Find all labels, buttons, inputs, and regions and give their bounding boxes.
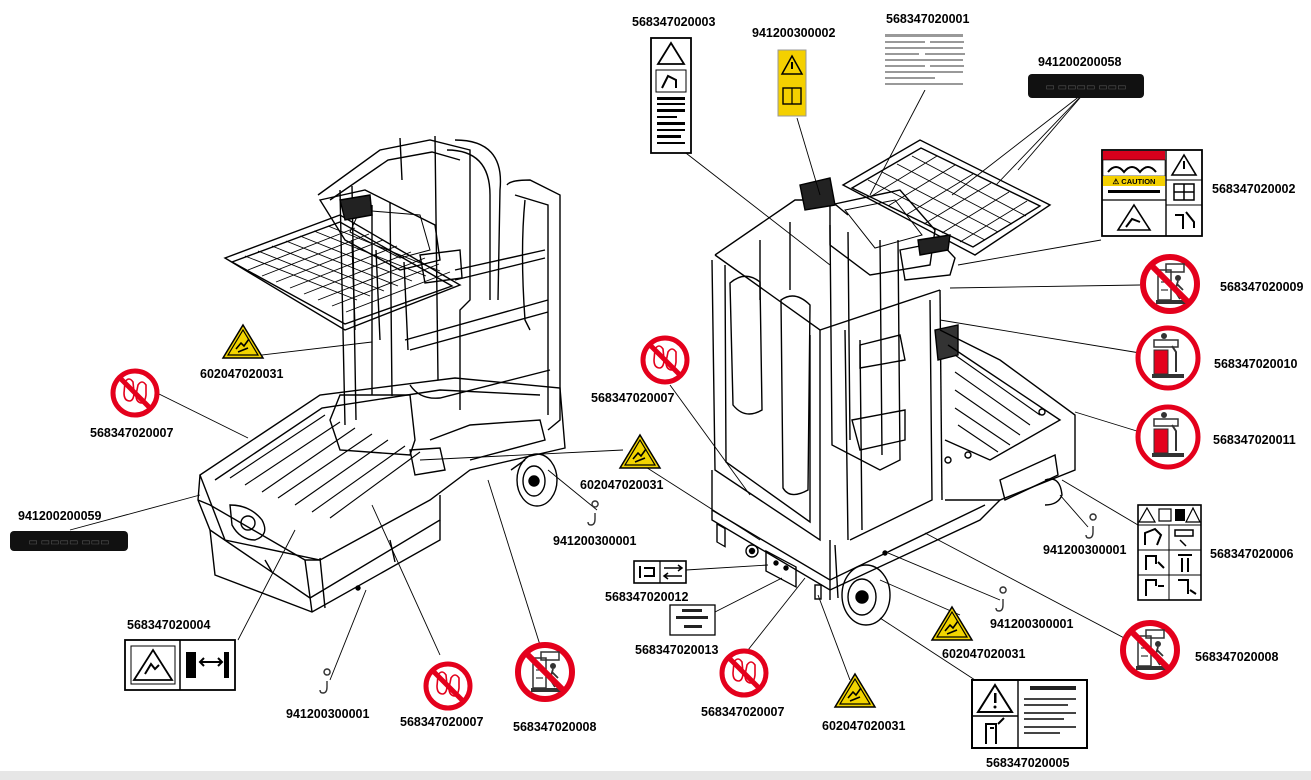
crush-hazard-warning-triangle-icon <box>834 673 876 708</box>
no-stepping-prohibition-icon <box>426 664 470 708</box>
crush-hazard-warning-triangle-icon <box>222 324 264 359</box>
no-stepping-prohibition-icon <box>722 651 766 695</box>
callout-602047020031: 602047020031 <box>822 719 905 733</box>
callout-568347020007: 568347020007 <box>400 715 483 729</box>
stay-clear-warning-icon <box>1138 328 1198 388</box>
decal-568347020004-pictogram <box>124 639 236 691</box>
no-stepping-prohibition-icon <box>113 371 157 415</box>
no-stepping-prohibition-icon <box>643 338 687 382</box>
callout-941200300001: 941200300001 <box>553 534 636 548</box>
no-climbing-prohibition-icon <box>518 645 572 699</box>
decal-568347020005-warning-label <box>971 679 1088 749</box>
callout-568347020012: 568347020012 <box>605 590 688 604</box>
callout-568347020006: 568347020006 <box>1210 547 1293 561</box>
callout-568347020007: 568347020007 <box>90 426 173 440</box>
part-number-callouts: 568347020003 941200300002 568347020001 9… <box>18 12 1303 770</box>
callout-941200300001: 941200300001 <box>990 617 1073 631</box>
callout-568347020007: 568347020007 <box>591 391 674 405</box>
stay-clear-warning-icon <box>1138 407 1198 467</box>
decal-568347020003-pictogram <box>650 37 692 154</box>
callout-568347020003: 568347020003 <box>632 15 715 29</box>
no-climbing-prohibition-icon <box>1143 257 1197 311</box>
decal-941200200059-strip-text: ▭ ▭▭▭▭ ▭▭▭ <box>28 537 109 548</box>
callout-602047020031: 602047020031 <box>200 367 283 381</box>
callout-602047020031: 602047020031 <box>942 647 1025 661</box>
callout-568347020010: 568347020010 <box>1214 357 1297 371</box>
callout-941200200059: 941200200059 <box>18 509 101 523</box>
lanyard-anchor-hook-icon <box>319 668 331 694</box>
callout-568347020007: 568347020007 <box>701 705 784 719</box>
callout-568347020009: 568347020009 <box>1220 280 1303 294</box>
decal-568347020001-info-plate <box>880 30 970 90</box>
callout-568347020008: 568347020008 <box>513 720 596 734</box>
callout-568347020002: 568347020002 <box>1212 182 1295 196</box>
decal-941200200058-strip-text: ▭ ▭▭▭▭ ▭▭▭ <box>1045 82 1126 93</box>
bottom-edge-strip <box>0 771 1311 780</box>
decal-941200200058-black-strip <box>1028 74 1144 98</box>
decal-caution-text: ⚠ CAUTION <box>1113 177 1156 186</box>
right-machine-illustration <box>711 139 1076 626</box>
callout-602047020031: 602047020031 <box>580 478 663 492</box>
decal-941200200059-black-strip <box>10 531 128 551</box>
lanyard-anchor-hook-icon <box>587 500 599 526</box>
decal-568347020002-warning-panel: ⚠ CAUTION <box>1101 149 1203 237</box>
callout-568347020013: 568347020013 <box>635 643 718 657</box>
decal-568347020013-voltage-label <box>669 604 716 636</box>
crush-hazard-warning-triangle-icon <box>619 434 661 469</box>
left-machine-illustration <box>197 135 566 613</box>
callout-941200300001: 941200300001 <box>1043 543 1126 557</box>
decal-568347020006-instruction-grid <box>1137 504 1202 601</box>
callout-568347020004: 568347020004 <box>127 618 210 632</box>
callout-568347020011: 568347020011 <box>1213 433 1296 447</box>
callout-941200300002: 941200300002 <box>752 26 835 40</box>
callout-941200300001: 941200300001 <box>286 707 369 721</box>
callout-568347020005: 568347020005 <box>986 756 1069 770</box>
decal-941200300002-read-manual <box>777 49 807 117</box>
no-climbing-prohibition-icon <box>1123 623 1177 677</box>
crush-hazard-warning-triangle-icon <box>931 606 973 641</box>
leader-lines <box>69 89 1141 681</box>
decal-568347020012-control-label <box>633 560 687 584</box>
callout-568347020001: 568347020001 <box>886 12 969 26</box>
callout-568347020008: 568347020008 <box>1195 650 1278 664</box>
callout-941200200058: 941200200058 <box>1038 55 1121 69</box>
